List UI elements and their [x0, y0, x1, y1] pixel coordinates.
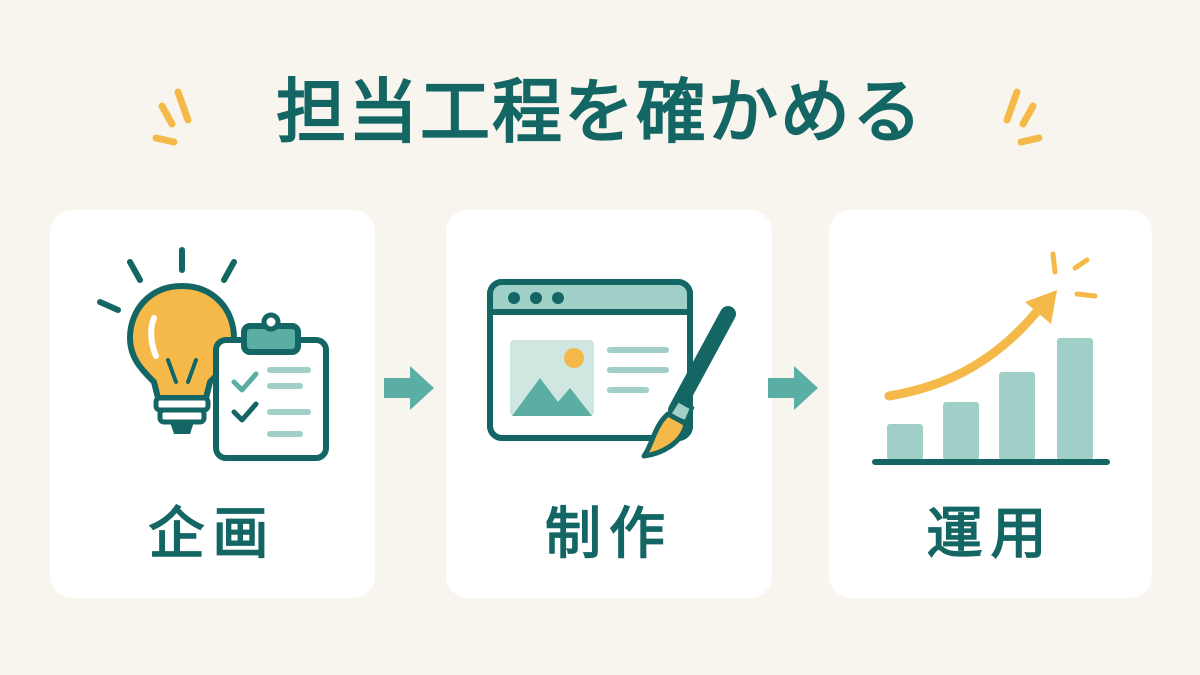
- step-card-planning: 企画: [50, 210, 375, 598]
- arrow-right-icon: [384, 366, 434, 410]
- lightbulb-clipboard-icon: [97, 247, 329, 461]
- browser-paintbrush-icon: [487, 279, 736, 459]
- step-label-planning: 企画: [148, 502, 277, 567]
- step-label-operation: 運用: [926, 502, 1055, 567]
- spark-right-icon: [1003, 88, 1043, 146]
- arrow-right-icon: [768, 366, 818, 410]
- page-title: 担当工程を確かめる: [276, 71, 924, 153]
- step-card-production: 制作: [446, 210, 772, 598]
- growth-chart-icon: [872, 251, 1110, 465]
- spark-left-icon: [152, 88, 192, 146]
- title-area: 担当工程を確かめる: [0, 62, 1200, 162]
- step-label-production: 制作: [545, 502, 673, 567]
- step-card-operation: 運用: [829, 210, 1152, 598]
